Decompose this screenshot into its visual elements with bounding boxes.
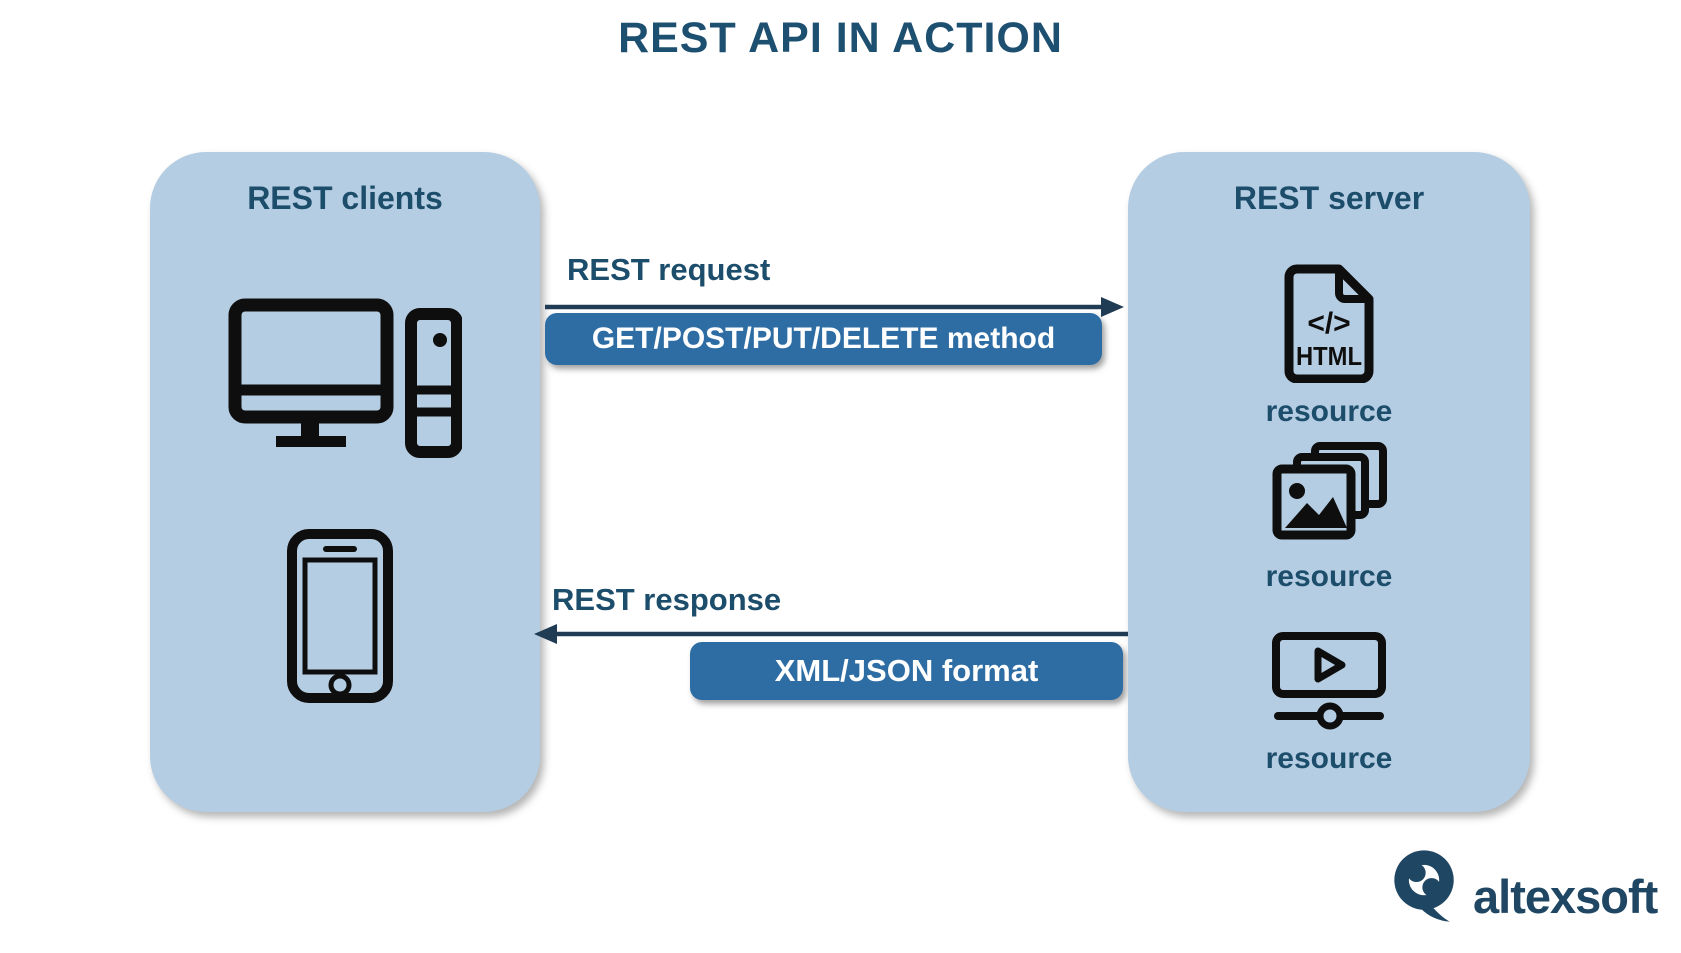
tower-power-dot xyxy=(433,333,447,347)
altexsoft-logo: altexsoft xyxy=(1393,848,1658,924)
page-title: REST API IN ACTION xyxy=(618,14,1063,62)
code-glyph: </> xyxy=(1307,307,1350,340)
response-arrowhead xyxy=(534,624,557,644)
html-file-icon: </> HTML xyxy=(1284,264,1374,383)
image-stack-icon xyxy=(1272,442,1387,540)
request-method-badge: GET/POST/PUT/DELETE method xyxy=(545,313,1102,365)
logo-s-cut-top xyxy=(1407,863,1426,883)
rest-clients-box: REST clients xyxy=(150,152,540,812)
logo-s-cut-bottom xyxy=(1422,878,1441,897)
resource-html: </> HTML resource xyxy=(1128,263,1530,429)
phone-body xyxy=(287,529,393,703)
video-player-icon xyxy=(1272,632,1386,730)
rest-server-box: REST server </> HTML resource resource xyxy=(1128,152,1530,812)
logo-bubble-tail xyxy=(1420,905,1450,922)
desktop-computer-icon xyxy=(228,298,462,458)
rest-server-label: REST server xyxy=(1233,180,1425,216)
response-arrow-left-icon xyxy=(534,624,1133,644)
resource-label: resource xyxy=(1265,560,1393,593)
phone-home-button xyxy=(328,673,352,697)
phone-screen xyxy=(302,557,378,675)
resource-label: resource xyxy=(1265,742,1393,775)
video-screen xyxy=(1272,632,1386,698)
altexsoft-logo-icon xyxy=(1394,850,1454,922)
html-file-type: HTML xyxy=(1296,341,1362,371)
computer-tower xyxy=(405,308,462,458)
image-sun-dot xyxy=(1289,483,1305,499)
rest-request-label: REST request xyxy=(567,252,771,287)
request-arrow-right-icon xyxy=(545,297,1124,317)
request-arrowhead xyxy=(1101,297,1124,317)
folded-corner xyxy=(1335,271,1367,303)
resource-label: resource xyxy=(1265,395,1393,428)
document-outline xyxy=(1284,264,1374,383)
smartphone-icon xyxy=(287,529,393,703)
monitor-screen xyxy=(228,298,394,424)
rest-response-label: REST response xyxy=(552,582,782,617)
rest-clients-label: REST clients xyxy=(247,180,443,216)
play-triangle xyxy=(1314,647,1346,683)
monitor-stand xyxy=(301,417,319,436)
response-format-badge: XML/JSON format xyxy=(690,642,1123,700)
resource-images: resource xyxy=(1128,440,1530,594)
monitor-base xyxy=(276,436,346,447)
timeline-knob xyxy=(1316,702,1344,730)
resource-video: resource xyxy=(1128,630,1530,776)
image-mountains xyxy=(1285,497,1347,528)
altexsoft-logo-text: altexsoft xyxy=(1473,870,1658,923)
